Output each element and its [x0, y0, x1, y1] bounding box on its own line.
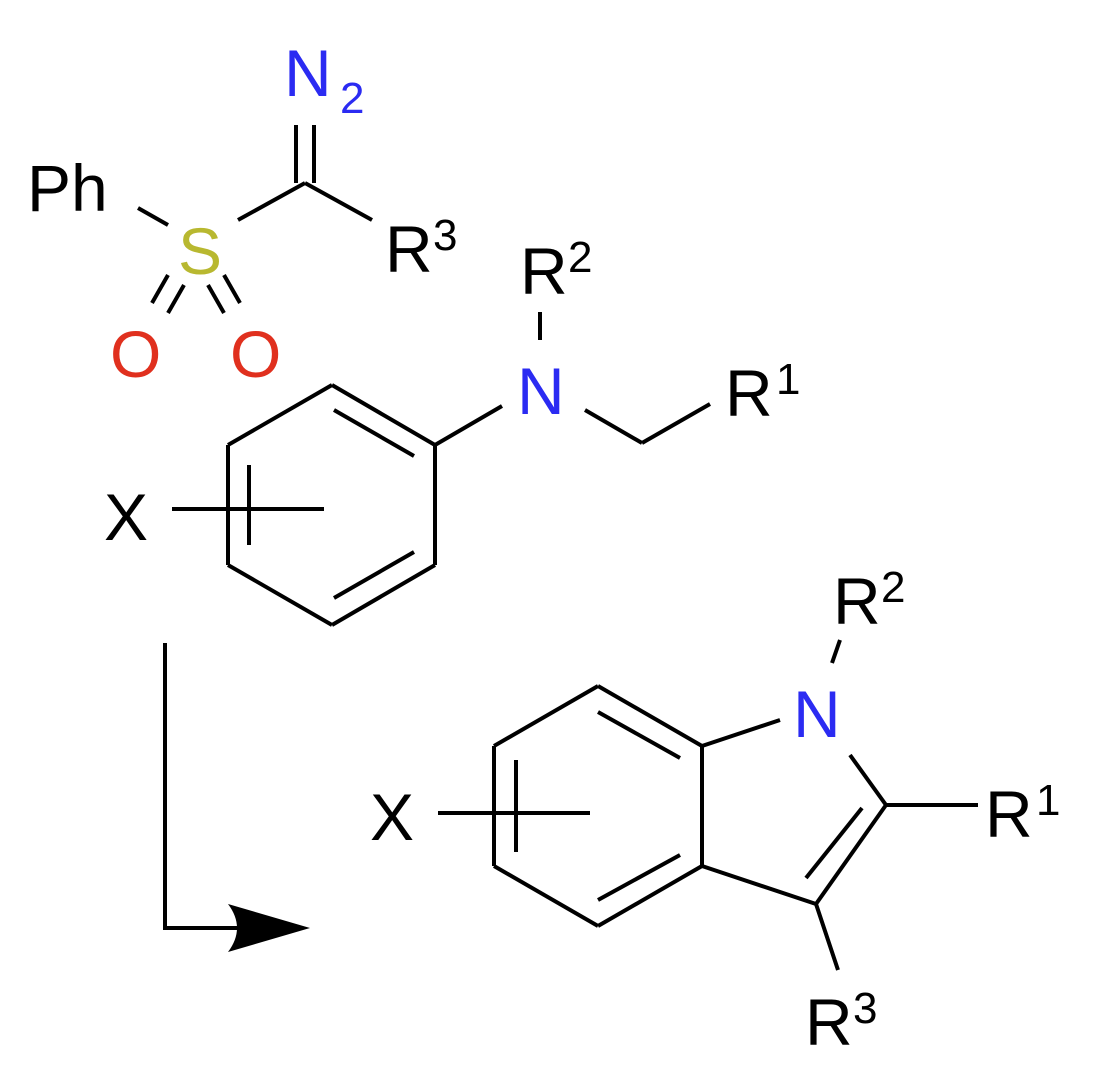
- product-r1-atom: R: [985, 777, 1033, 851]
- pyrrole-bond-c3-c3a: [701, 864, 817, 906]
- benzo-inner-bond-2: [597, 853, 681, 902]
- benzo-bond-6: [493, 684, 599, 748]
- bond-s-o-left-b: [166, 284, 186, 314]
- aniline-substrate: X N R 2 R 1: [104, 233, 800, 627]
- bond-product-n-r2: [830, 639, 842, 664]
- ring-bond-3: [330, 563, 437, 627]
- sulfur-atom: S: [178, 214, 222, 288]
- bond-ph-s: [137, 206, 169, 227]
- bond-s-o-right-a: [222, 274, 242, 304]
- benzo-inner-bond-1: [597, 710, 681, 760]
- diazo-atom: N: [284, 36, 332, 110]
- diazo-subscript: 2: [340, 74, 364, 123]
- reagent-r3-atom: R: [385, 212, 433, 286]
- ring-bond-6: [227, 383, 333, 447]
- substrate-nitrogen-atom: N: [517, 354, 565, 428]
- product-r3-superscript: 3: [853, 984, 877, 1033]
- ring-inner-bond-2: [333, 550, 415, 600]
- substrate-r1-superscript: 1: [776, 355, 800, 404]
- substrate-x-label: X: [104, 480, 148, 554]
- indole-product: X N R 2 R 1 R 3: [370, 563, 1060, 1059]
- oxygen-atom-right: O: [230, 317, 281, 391]
- ring-inner-bond-1: [333, 408, 415, 458]
- arrow-head: [228, 904, 310, 952]
- pyrrole-bond-n-c2: [848, 753, 888, 807]
- ring-bond-4: [227, 563, 333, 627]
- product-r1-label: R 1: [985, 776, 1060, 851]
- ph-label: Ph: [27, 151, 108, 225]
- bond-ch2-r1: [641, 402, 711, 445]
- bond-c-r3: [304, 181, 373, 222]
- bond-ring-n: [433, 404, 504, 447]
- sulfonyl-diazo-reagent: Ph S O O N 2 R 3: [27, 36, 457, 391]
- substrate-r2-superscript: 2: [568, 233, 592, 282]
- substrate-r2-atom: R: [520, 234, 568, 308]
- substrate-r2-label: R 2: [520, 233, 592, 308]
- bond-product-c3-r3: [814, 903, 840, 971]
- bent-arrow-icon: [163, 643, 310, 952]
- bond-n-ch2: [583, 408, 644, 445]
- product-r3-atom: R: [805, 985, 853, 1059]
- pyrrole-bond-c7a-n: [701, 718, 781, 748]
- pyrrole-inner-bond: [804, 806, 864, 880]
- pyrrole-bond-c2-c3: [814, 803, 888, 906]
- benzo-bond-3: [597, 864, 703, 928]
- benzo-bond-4: [493, 864, 599, 928]
- product-nitrogen-atom: N: [793, 677, 841, 751]
- product-r1-superscript: 1: [1036, 776, 1060, 825]
- bond-s-o-left-a: [150, 274, 170, 304]
- product-r3-label: R 3: [805, 984, 877, 1059]
- oxygen-atom-left: O: [110, 317, 161, 391]
- bond-s-c: [237, 181, 306, 222]
- bond-s-o-right-b: [206, 284, 226, 314]
- diazo-label: N 2: [284, 36, 364, 123]
- product-r2-superscript: 2: [881, 563, 905, 612]
- product-r2-atom: R: [833, 564, 881, 638]
- reagent-r3-superscript: 3: [433, 211, 457, 260]
- product-x-label: X: [370, 780, 414, 854]
- substrate-r1-atom: R: [725, 356, 773, 430]
- product-r2-label: R 2: [833, 563, 905, 638]
- reagent-r3-label: R 3: [385, 211, 457, 286]
- arrow-shaft: [163, 643, 240, 930]
- benzo-bond-1: [597, 684, 703, 748]
- ring-bond-1: [330, 383, 437, 447]
- substrate-r1-label: R 1: [725, 355, 800, 430]
